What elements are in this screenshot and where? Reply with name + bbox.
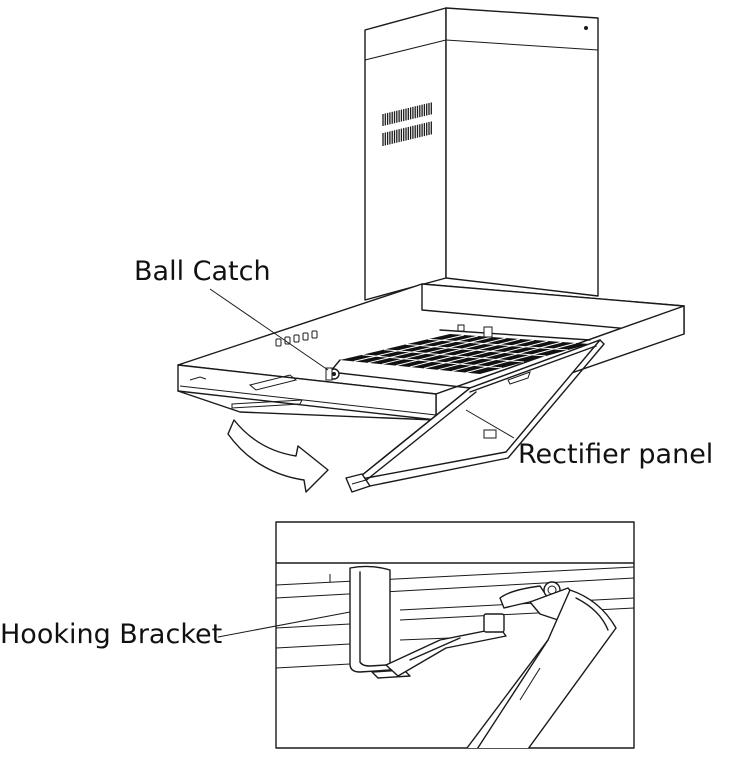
filter-grid-line — [405, 343, 547, 357]
ball-catch-label: Ball Catch — [134, 256, 271, 287]
grease-filter-grid — [340, 334, 590, 374]
label-rectifier-panel: Rectifier panel — [465, 409, 713, 470]
vent-slots — [382, 102, 432, 146]
filter-grid-line — [465, 342, 577, 374]
detail-inset — [275, 521, 635, 749]
screw-dot — [584, 26, 588, 30]
hooking-bracket-label: Hooking Bracket — [0, 619, 222, 650]
filter-grid-line — [451, 341, 563, 372]
panel-arrow-mark — [507, 371, 531, 385]
filter-grid-line — [367, 335, 479, 364]
ball-catch-leader — [209, 288, 329, 371]
filter-grid-line — [395, 337, 507, 367]
panel-tab — [483, 429, 497, 439]
hood-light — [231, 374, 303, 409]
control-buttons — [189, 330, 318, 381]
label-ball-catch: Ball Catch — [134, 256, 329, 371]
filter-grid-line — [409, 338, 521, 368]
hooking-bracket-leader — [217, 611, 351, 638]
brand-logo — [189, 376, 207, 381]
rectifier-arm — [466, 581, 617, 748]
rail-hook — [457, 324, 465, 332]
rectifier-panel-label: Rectifier panel — [518, 439, 713, 470]
rectifier-panel-leader — [465, 409, 515, 439]
filter-grid-line — [353, 334, 465, 362]
hooking-bracket — [349, 565, 507, 679]
chimney — [364, 7, 599, 301]
label-hooking-bracket: Hooking Bracket — [0, 611, 351, 650]
filter-grid-line — [437, 340, 549, 371]
rotation-arrow — [227, 419, 329, 493]
ball-catch — [325, 367, 340, 381]
filter-grid-line — [427, 338, 569, 351]
rail-hook — [483, 326, 493, 338]
filter-grid-line — [423, 339, 535, 369]
rectifier-panel — [345, 339, 605, 493]
filter-grid-line — [383, 349, 525, 363]
filter-grid-line — [361, 354, 503, 369]
filter-grid-line — [381, 336, 493, 365]
